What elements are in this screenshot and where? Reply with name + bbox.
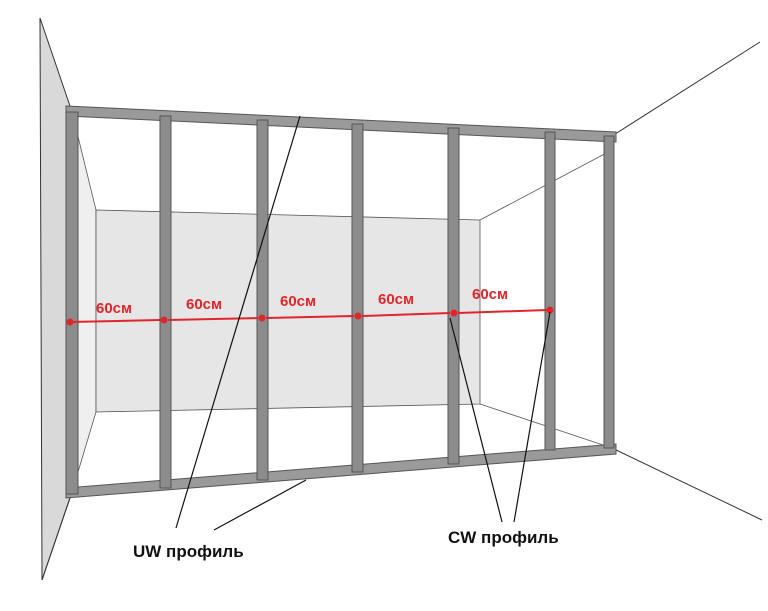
- dimension-tick: [450, 309, 458, 317]
- dimension-tick: [546, 306, 554, 314]
- cw-stud: [603, 135, 615, 449]
- floor-line-left: [41, 491, 73, 581]
- callout-leaders: [175, 115, 551, 531]
- dimension-line: [361, 312, 451, 317]
- dimension-tick: [354, 312, 362, 320]
- cw-stud: [351, 123, 364, 473]
- uw-leader-top: [175, 115, 301, 529]
- spacing-label-5: 60см: [472, 286, 508, 303]
- spacing-label-1: 60см: [96, 300, 132, 317]
- right-wall-bottom: [611, 447, 763, 521]
- uw-leader-bottom: [213, 479, 307, 531]
- cw-stud: [544, 131, 556, 451]
- spacing-label-3: 60см: [280, 293, 316, 310]
- dimension-tick: [258, 314, 266, 322]
- dimension-line: [69, 319, 161, 323]
- cw-profile-label: CW профиль: [448, 528, 559, 547]
- cw-leader-right: [513, 311, 551, 523]
- dimension-ticks: [66, 306, 554, 326]
- right-wall-top: [611, 41, 761, 137]
- cw-stud: [447, 127, 460, 465]
- spacing-label-4: 60см: [378, 291, 414, 308]
- uw-profile-top: [65, 105, 617, 143]
- uw-profile-label: UW профиль: [133, 542, 244, 561]
- dimension-line: [457, 309, 549, 314]
- cw-studs: [65, 111, 615, 495]
- dimension-line: [167, 317, 259, 321]
- dimension-tick: [160, 316, 168, 324]
- dimension-line: [265, 315, 355, 319]
- cw-leader-left: [449, 317, 503, 523]
- cw-stud: [65, 111, 79, 495]
- dimension-tick: [66, 318, 74, 326]
- cw-stud: [256, 119, 269, 481]
- spacing-label-2: 60см: [186, 296, 222, 313]
- back-wall: [95, 209, 481, 413]
- spacing-dimensions: 60см 60см 60см 60см 60см: [66, 286, 554, 326]
- uw-profile-bottom: [65, 443, 617, 499]
- cw-stud: [159, 115, 172, 489]
